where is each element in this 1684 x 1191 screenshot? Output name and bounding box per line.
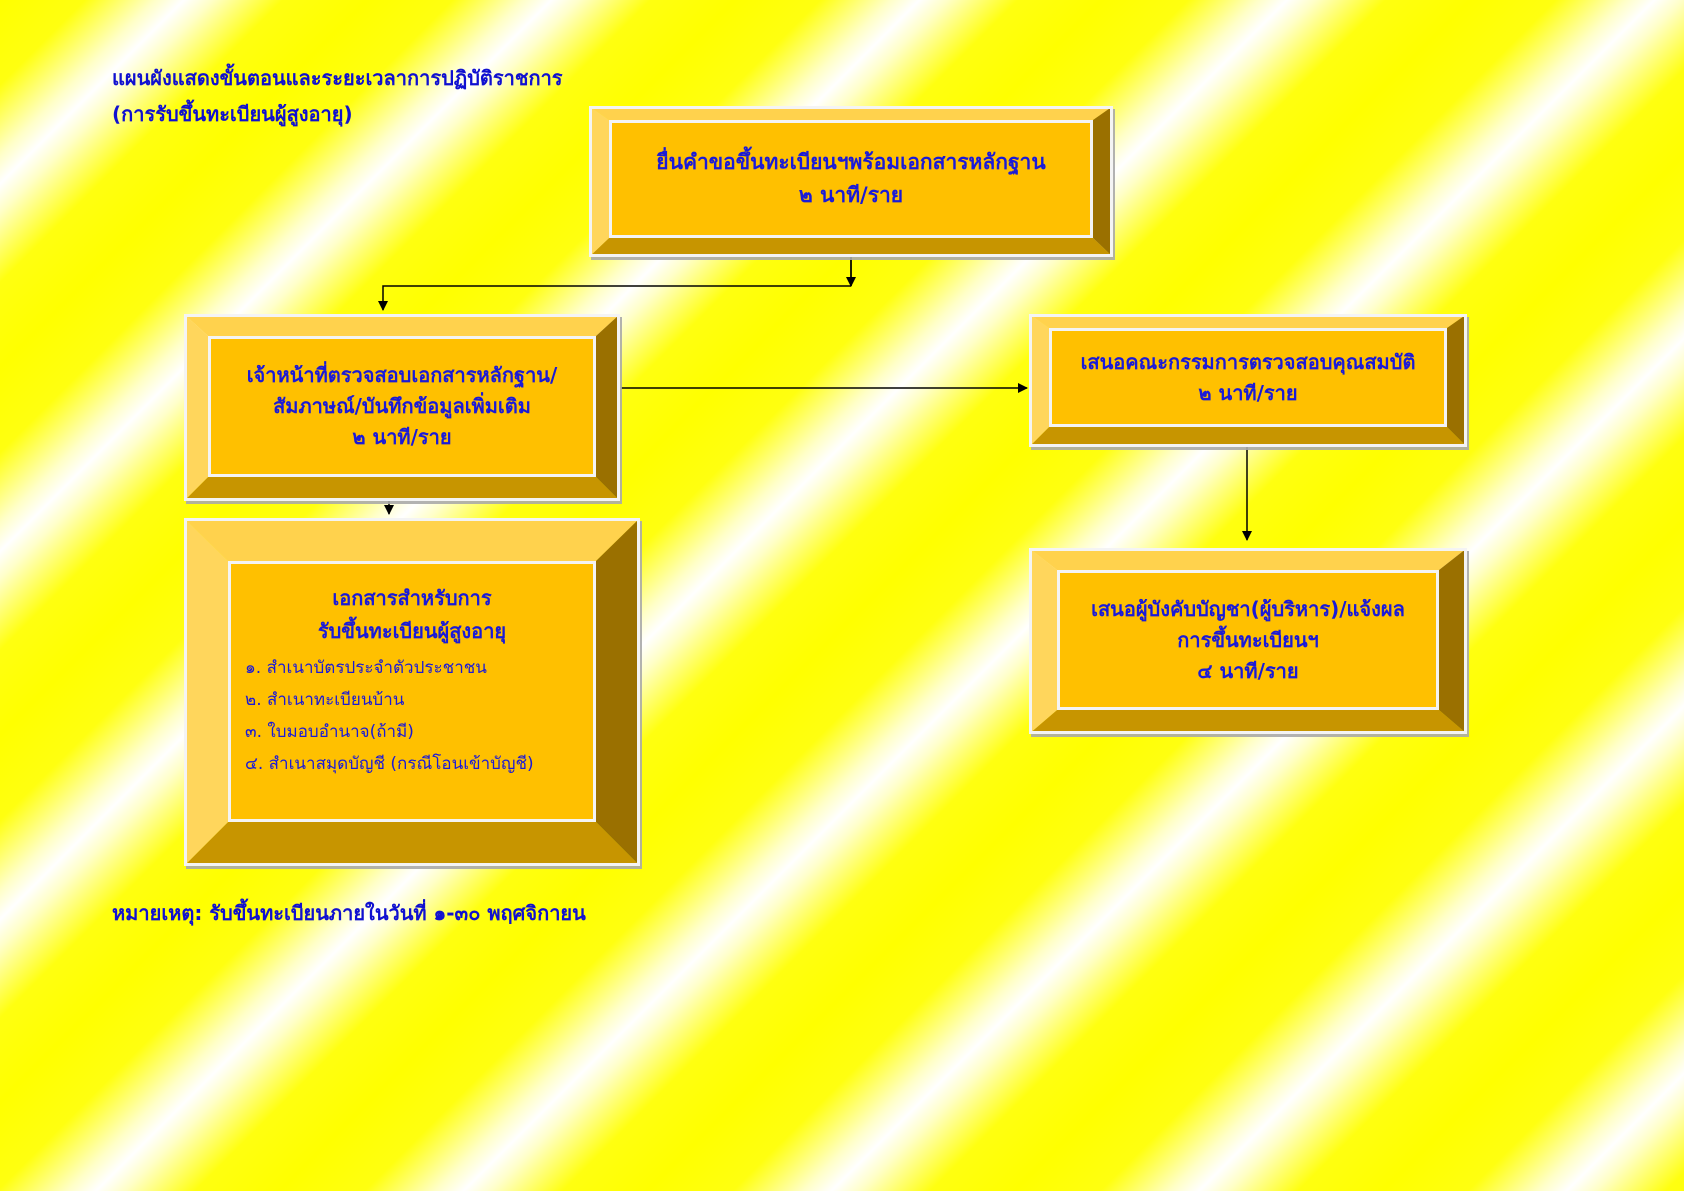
documents-box: เอกสารสำหรับการ รับขึ้นทะเบียนผู้สูงอายุ… <box>184 518 640 866</box>
step-check-line2: สัมภาษณ์/บันทึกข้อมูลเพิ่มเติม <box>273 394 531 418</box>
step-submit-box: ยื่นคำขอขึ้นทะเบียนฯพร้อมเอกสารหลักฐาน ๒… <box>589 106 1113 257</box>
step-check-box: เจ้าหน้าที่ตรวจสอบเอกสารหลักฐาน/ สัมภาษณ… <box>184 314 620 501</box>
footer-note: หมายเหตุ: รับขึ้นทะเบียนภายในวันที่ ๑-๓๐… <box>112 901 586 925</box>
list-item: ๒. สำเนาทะเบียนบ้าน <box>245 690 405 710</box>
step-committee-text: เสนอคณะกรรมการตรวจสอบคุณสมบัติ <box>1080 349 1416 374</box>
list-item: ๔. สำเนาสมุดบัญชี (กรณีโอนเข้าบัญชี) <box>245 754 534 774</box>
step-check-line1: เจ้าหน้าที่ตรวจสอบเอกสารหลักฐาน/ <box>246 363 558 387</box>
arrow-submit-to-check <box>383 255 852 310</box>
list-item: ๓. ใบมอบอำนาจ(ถ้ามี) <box>245 722 414 742</box>
step-supervisor-line1: เสนอผู้บังคับบัญชา(ผู้บริหาร)/แจ้งผล <box>1091 596 1405 621</box>
documents-list: ๑. สำเนาบัตรประจำตัวประชาชน ๒. สำเนาทะเบ… <box>231 652 534 780</box>
documents-heading-line2: รับขึ้นทะเบียนผู้สูงอายุ <box>317 619 507 643</box>
documents-heading-line1: เอกสารสำหรับการ <box>332 586 492 610</box>
list-item: ๑. สำเนาบัตรประจำตัวประชาชน <box>245 658 487 678</box>
step-submit-text: ยื่นคำขอขึ้นทะเบียนฯพร้อมเอกสารหลักฐาน <box>656 150 1046 175</box>
step-supervisor-box: เสนอผู้บังคับบัญชา(ผู้บริหาร)/แจ้งผล การ… <box>1029 548 1467 734</box>
step-supervisor-line2: การขึ้นทะเบียนฯ <box>1177 627 1319 652</box>
step-committee-box: เสนอคณะกรรมการตรวจสอบคุณสมบัติ ๒ นาที/รา… <box>1029 314 1467 447</box>
step-supervisor-time: ๔ นาที/ราย <box>1197 658 1299 683</box>
step-check-time: ๒ นาที/ราย <box>352 425 452 449</box>
step-submit-time: ๒ นาที/ราย <box>798 183 904 207</box>
step-committee-time: ๒ นาที/ราย <box>1198 380 1298 405</box>
page-title: แผนผังแสดงขั้นตอนและระยะเวลาการปฏิบัติรา… <box>112 66 563 90</box>
page-subtitle: (การรับขึ้นทะเบียนผู้สูงอายุ) <box>112 102 353 126</box>
